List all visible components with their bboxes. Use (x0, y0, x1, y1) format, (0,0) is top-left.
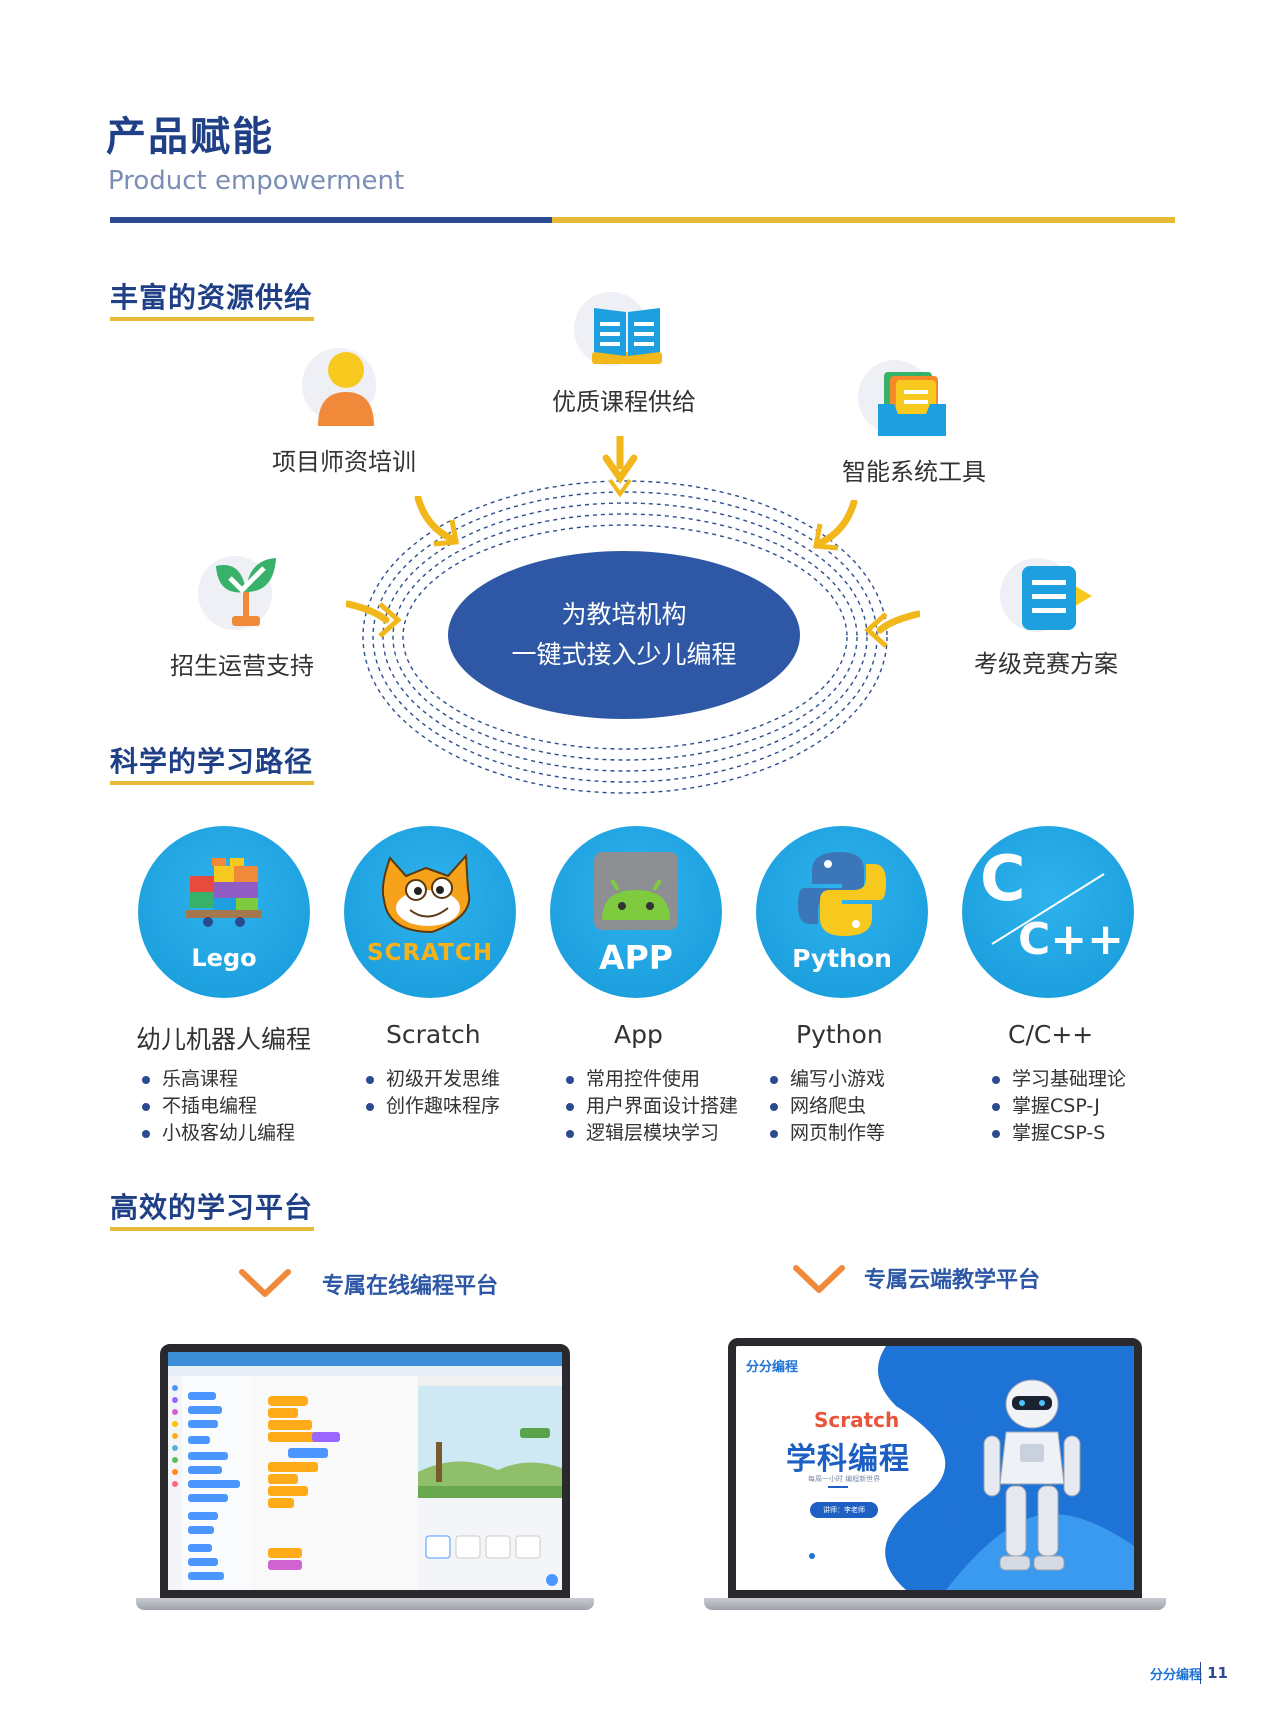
list-item: 网页制作等 (768, 1120, 885, 1147)
arrow-left-icon (864, 610, 920, 648)
list-item: 掌握CSP-J (990, 1093, 1126, 1120)
header-rule-blue (110, 217, 552, 223)
list-card-icon (1022, 566, 1092, 630)
card-tray-icon (878, 372, 946, 436)
arrow-down-icon (602, 436, 638, 498)
platform-label-online: 专属在线编程平台 (322, 1274, 499, 1299)
page-title: 产品赋能 (106, 114, 274, 160)
resource-label-system: 智能系统工具 (842, 458, 986, 486)
list-item: 乐高课程 (140, 1066, 295, 1093)
platform-label-cloud: 专属云端教学平台 (864, 1268, 1041, 1293)
list-item: 创作趣味程序 (364, 1093, 500, 1120)
page-subtitle: Product empowerment (108, 166, 405, 196)
resource-label-competition: 考级竞赛方案 (974, 650, 1118, 678)
course-name-scratch: Scratch (386, 1020, 481, 1049)
footer-logo: 分分编程 (1150, 1668, 1203, 1683)
android-icon (594, 852, 678, 930)
python-logo-icon (798, 852, 886, 936)
center-line-1: 为教培机构 (561, 600, 687, 629)
course-name-lego: 幼儿机器人编程 (136, 1025, 312, 1054)
chevron-down-icon (793, 1265, 845, 1293)
course-bullets-cpp: 学习基础理论 掌握CSP-J 掌握CSP-S (990, 1066, 1126, 1147)
arrow-down-left-icon (813, 500, 858, 551)
list-item: 掌握CSP-S (990, 1120, 1126, 1147)
cloud-logo: 分分编程 (746, 1360, 799, 1375)
course-circle-cpp (962, 826, 1134, 998)
course-badge-lego: Lego (191, 944, 257, 972)
course-badge-python: Python (792, 944, 892, 973)
coding-editor-screenshot (168, 1352, 562, 1590)
cloud-tagline: 每周一小时 编程新世界 (808, 1475, 881, 1483)
course-bullets-python: 编写小游戏 网络爬虫 网页制作等 (768, 1066, 885, 1147)
course-badge-c: C (980, 842, 1026, 915)
person-icon (318, 352, 374, 426)
section-title-resources: 丰富的资源供给 (110, 281, 314, 314)
course-bullets-scratch: 初级开发思维 创作趣味程序 (364, 1066, 500, 1120)
arrow-right-icon (346, 600, 402, 638)
section-title-platform: 高效的学习平台 (110, 1191, 314, 1224)
scratch-cat-icon (381, 853, 471, 934)
resource-label-course: 优质课程供给 (552, 388, 696, 416)
cloud-teacher-button[interactable]: 讲师：李老师 (810, 1502, 878, 1518)
plant-icon (216, 558, 276, 626)
list-item: 网络爬虫 (768, 1093, 885, 1120)
section-underline (110, 781, 314, 785)
list-item: 小极客幼儿编程 (140, 1120, 295, 1147)
course-badge-cpp: C++ (1018, 914, 1125, 965)
footer-divider (1200, 1662, 1201, 1684)
list-item: 逻辑层模块学习 (564, 1120, 738, 1147)
course-bullets-app: 常用控件使用 用户界面设计搭建 逻辑层模块学习 (564, 1066, 738, 1147)
center-line-2: 一键式接入少儿编程 (511, 640, 737, 669)
section-underline (110, 1227, 314, 1231)
course-badge-scratch: SCRATCH (367, 940, 493, 966)
course-bullets-lego: 乐高课程 不插电编程 小极客幼儿编程 (140, 1066, 295, 1147)
course-name-app: App (614, 1020, 663, 1049)
list-item: 学习基础理论 (990, 1066, 1126, 1093)
dashed-rings (362, 480, 888, 794)
header-rule-gold (552, 217, 1175, 223)
center-ellipse: 为教培机构 一键式接入少儿编程 (448, 551, 800, 719)
laptop-screen-cloud: 分分编程 Scratch 学科编程 每周一小时 编程新世界 讲师：李老师 (728, 1338, 1142, 1598)
resource-label-enrollment: 招生运营支持 (170, 652, 314, 680)
list-item: 用户界面设计搭建 (564, 1093, 738, 1120)
resource-label-teacher: 项目师资培训 (272, 448, 416, 476)
cloud-divider (828, 1486, 848, 1488)
page-number: 11 (1207, 1664, 1228, 1682)
list-item: 不插电编程 (140, 1093, 295, 1120)
course-name-cpp: C/C++ (1008, 1020, 1094, 1049)
course-name-python: Python (796, 1020, 883, 1049)
list-item: 初级开发思维 (364, 1066, 500, 1093)
chevron-down-icon (239, 1269, 291, 1297)
robot-icon (983, 1379, 1081, 1571)
section-title-learning-path: 科学的学习路径 (110, 745, 314, 778)
laptop-base (136, 1598, 594, 1610)
lego-blocks-icon (186, 858, 262, 927)
cloud-headline: 学科编程 (786, 1442, 910, 1477)
laptop-base (704, 1598, 1166, 1610)
list-item: 编写小游戏 (768, 1066, 885, 1093)
arrow-down-right-icon (414, 496, 459, 547)
c-cpp-logo-icon (991, 873, 1105, 945)
list-item: 常用控件使用 (564, 1066, 738, 1093)
laptop-screen-coding (160, 1344, 570, 1598)
course-badge-app: APP (599, 938, 673, 977)
section-underline (110, 317, 314, 321)
open-book-icon (592, 308, 662, 364)
cloud-brand: Scratch (814, 1408, 900, 1432)
